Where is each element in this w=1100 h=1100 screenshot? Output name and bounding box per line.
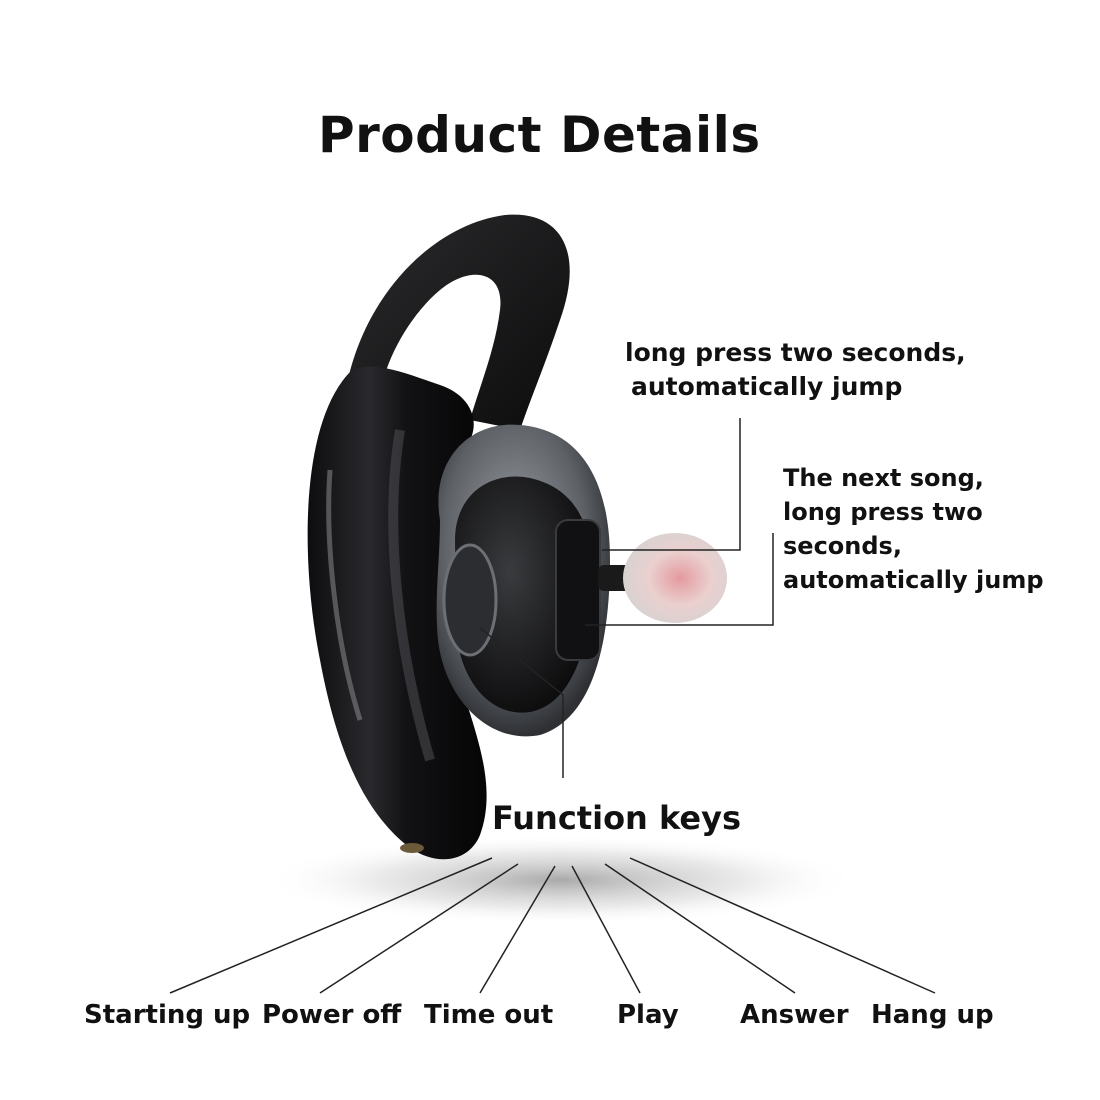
side-callout-line: automatically jump (783, 566, 1044, 594)
function-label-hang-up: Hang up (871, 1000, 994, 1030)
callout-line-function (479, 627, 564, 778)
fan-line-power-off (319, 863, 519, 994)
top-callout: long press two seconds, automatically ju… (625, 336, 966, 404)
floor-shadow (260, 835, 860, 925)
callout-line-side (585, 533, 774, 626)
ear-hook (345, 214, 570, 430)
charge-port (400, 843, 424, 853)
side-callout-line: The next song, (783, 464, 984, 492)
eartip-stem (598, 565, 632, 591)
fan-line-time-out (479, 865, 556, 994)
page-title: Product Details (318, 106, 761, 164)
function-key (442, 543, 498, 657)
body-highlight (326, 469, 363, 721)
function-label-starting-up: Starting up (84, 1000, 251, 1030)
top-callout-line: automatically jump (631, 372, 903, 401)
top-callout-line: long press two seconds, (625, 338, 966, 367)
function-label-answer: Answer (740, 1000, 849, 1030)
side-callout-line: long press two (783, 498, 983, 526)
function-keys-label: Function keys (492, 799, 741, 837)
body-highlight-2 (388, 429, 435, 762)
side-callout-line: seconds, (783, 532, 902, 560)
fan-line-starting-up (169, 857, 493, 994)
side-callout: The next song, long press two seconds, a… (783, 461, 1044, 597)
function-label-play: Play (617, 1000, 679, 1030)
side-key (555, 519, 601, 661)
function-label-power-off: Power off (262, 1000, 402, 1030)
fan-line-play (571, 865, 641, 994)
callout-line-top (602, 418, 741, 551)
function-label-time-out: Time out (424, 1000, 554, 1030)
fan-line-answer (604, 863, 796, 994)
eartip (623, 533, 727, 623)
fan-line-hang-up (629, 857, 936, 994)
